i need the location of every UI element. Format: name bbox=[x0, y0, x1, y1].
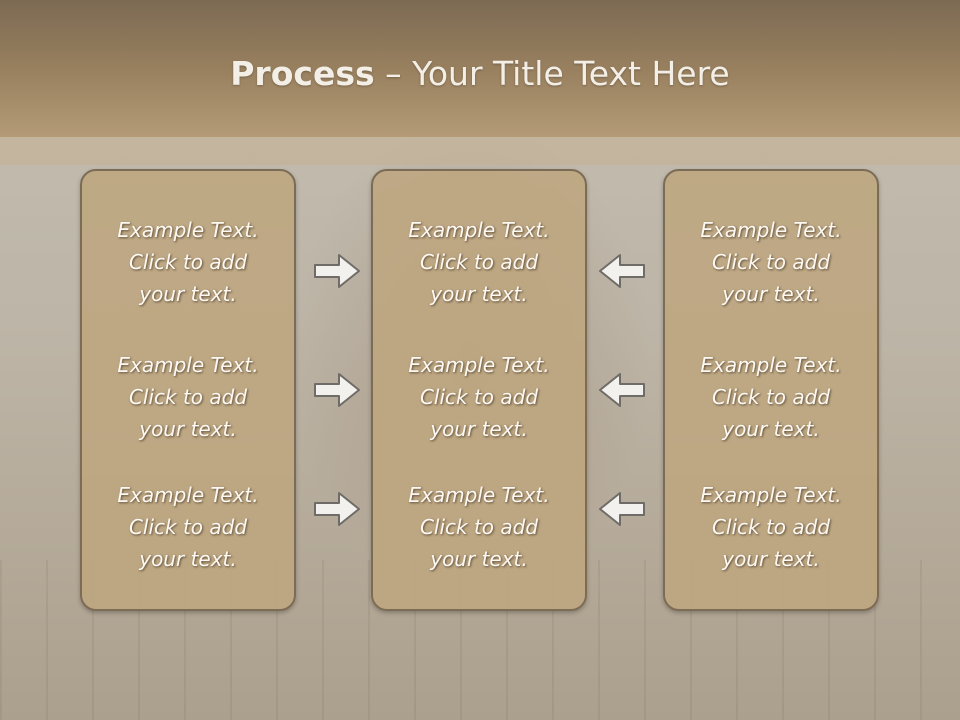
arrow-left-icon[interactable] bbox=[598, 490, 646, 528]
text-line: Example Text. bbox=[700, 353, 842, 377]
text-line: Example Text. bbox=[117, 353, 259, 377]
text-line: Example Text. bbox=[700, 483, 842, 507]
text-line: Click to add bbox=[128, 250, 248, 274]
placeholder-text[interactable]: Example Text. Click to add your text. bbox=[665, 349, 877, 445]
text-line: Click to add bbox=[419, 515, 539, 539]
placeholder-text[interactable]: Example Text. Click to add your text. bbox=[665, 479, 877, 575]
text-line: Click to add bbox=[711, 250, 831, 274]
text-line: Click to add bbox=[711, 515, 831, 539]
arrow-left-icon[interactable] bbox=[598, 252, 646, 290]
title-dash: – bbox=[374, 54, 413, 93]
text-line: Example Text. bbox=[408, 353, 550, 377]
text-line: Click to add bbox=[419, 250, 539, 274]
text-line: Click to add bbox=[711, 385, 831, 409]
text-line: your text. bbox=[430, 547, 528, 571]
placeholder-text[interactable]: Example Text. Click to add your text. bbox=[373, 479, 585, 575]
placeholder-text[interactable]: Example Text. Click to add your text. bbox=[82, 349, 294, 445]
title-text-part: Your Title Text Here bbox=[412, 54, 730, 93]
text-line: Example Text. bbox=[700, 218, 842, 242]
process-box-left: Example Text. Click to add your text. Ex… bbox=[80, 169, 296, 611]
title-banner bbox=[0, 0, 960, 137]
arrow-right-icon[interactable] bbox=[313, 490, 361, 528]
placeholder-text[interactable]: Example Text. Click to add your text. bbox=[373, 349, 585, 445]
text-line: your text. bbox=[722, 417, 820, 441]
arrow-right-icon[interactable] bbox=[313, 371, 361, 409]
text-line: your text. bbox=[430, 417, 528, 441]
placeholder-text[interactable]: Example Text. Click to add your text. bbox=[82, 479, 294, 575]
placeholder-text[interactable]: Example Text. Click to add your text. bbox=[82, 214, 294, 310]
text-line: your text. bbox=[139, 282, 237, 306]
arrow-left-icon[interactable] bbox=[598, 371, 646, 409]
text-line: Click to add bbox=[419, 385, 539, 409]
arrow-right-icon[interactable] bbox=[313, 252, 361, 290]
text-line: Example Text. bbox=[117, 483, 259, 507]
text-line: Example Text. bbox=[408, 483, 550, 507]
text-line: your text. bbox=[430, 282, 528, 306]
process-box-right: Example Text. Click to add your text. Ex… bbox=[663, 169, 879, 611]
text-line: Example Text. bbox=[117, 218, 259, 242]
placeholder-text[interactable]: Example Text. Click to add your text. bbox=[665, 214, 877, 310]
text-line: Click to add bbox=[128, 515, 248, 539]
text-line: your text. bbox=[139, 417, 237, 441]
text-line: your text. bbox=[722, 282, 820, 306]
text-line: your text. bbox=[139, 547, 237, 571]
slide-title[interactable]: Process – Your Title Text Here bbox=[0, 52, 960, 96]
process-box-center: Example Text. Click to add your text. Ex… bbox=[371, 169, 587, 611]
placeholder-text[interactable]: Example Text. Click to add your text. bbox=[373, 214, 585, 310]
title-bold-part: Process bbox=[230, 54, 375, 93]
text-line: Example Text. bbox=[408, 218, 550, 242]
text-line: Click to add bbox=[128, 385, 248, 409]
text-line: your text. bbox=[722, 547, 820, 571]
title-banner-strip bbox=[0, 137, 960, 165]
